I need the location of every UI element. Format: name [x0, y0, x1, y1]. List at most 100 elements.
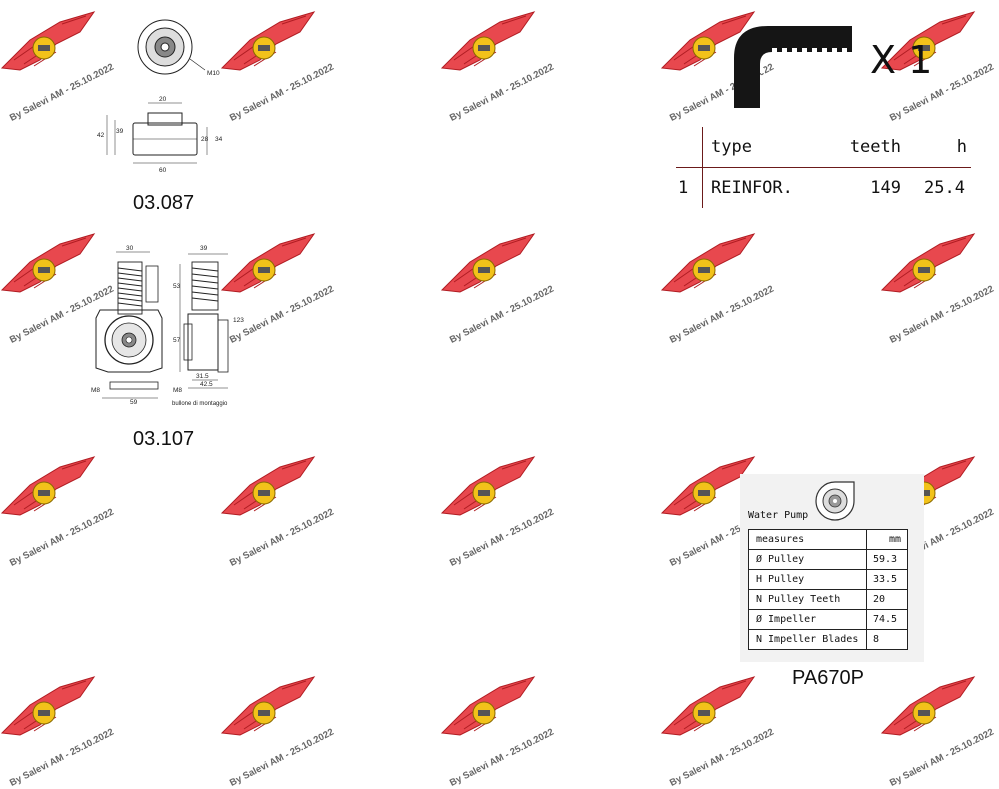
belt-row-h: 25.4	[924, 178, 965, 198]
winged-logo-icon	[440, 676, 536, 736]
wp-header-row: measures mm	[748, 529, 908, 550]
wp-row-value: 74.5	[866, 609, 908, 630]
wp-header-unit: mm	[866, 529, 908, 550]
tensioner-note: bullone di montaggio	[172, 401, 228, 407]
winged-logo-icon	[220, 233, 316, 293]
watermark: By Salevi AM - 25.10.2022	[440, 10, 580, 124]
tensioner-dim-m8-b: M8	[173, 387, 182, 394]
tensioner-dim-53: 53	[173, 283, 181, 290]
belt-header-type: type	[711, 137, 752, 157]
winged-logo-icon	[440, 11, 536, 71]
wp-row-label: N Pulley Teeth	[748, 589, 867, 610]
mounting-bolt	[109, 381, 159, 390]
water-pump-part-number: PA670P	[792, 667, 864, 689]
winged-logo-icon	[880, 11, 976, 71]
tensioner-dim-123: 123	[233, 317, 244, 324]
watermark: By Salevi AM - 25.10.2022	[880, 10, 999, 124]
watermark: By Salevi AM - 25.10.2022	[440, 675, 580, 789]
tensioner-side-body	[187, 313, 219, 371]
pulley-part-number: 03.087	[133, 192, 195, 214]
tensioner-side-spring	[191, 261, 219, 311]
pulley-dim-42: 42	[97, 132, 105, 139]
belt-header-h: h	[956, 137, 967, 157]
idler-pulley-drawing: M10 20 42 39 28 34 60	[97, 19, 223, 174]
wp-row-label: Ø Impeller	[748, 609, 867, 630]
watermark: By Salevi AM - 25.10.2022	[880, 232, 999, 346]
winged-logo-icon	[0, 456, 96, 516]
watermark: By Salevi AM - 25.10.2022	[220, 10, 360, 124]
pulley-dim-60: 60	[159, 167, 167, 174]
belt-row-index: 1	[676, 167, 703, 208]
belt-header-teeth: teeth	[849, 137, 901, 157]
winged-logo-icon	[440, 233, 536, 293]
water-pump-icon	[815, 481, 855, 521]
winged-logo-icon	[880, 676, 976, 736]
winged-logo-icon	[440, 456, 536, 516]
tensioner-plate	[95, 309, 163, 373]
tensioner-dim-30: 30	[126, 245, 134, 252]
watermark: By Salevi AM - 25.10.2022	[220, 675, 360, 789]
winged-logo-icon	[0, 233, 96, 293]
watermark: By Salevi AM - 25.10.2022	[660, 232, 800, 346]
pulley-dim-28: 28	[201, 136, 209, 143]
winged-logo-icon	[0, 11, 96, 71]
timing-belt-drawing	[734, 26, 852, 108]
pulley-dim-m10: M10	[207, 70, 220, 77]
belt-quantity: X 1	[870, 38, 933, 82]
watermark: By Salevi AM - 25.10.2022	[220, 232, 360, 346]
belt-spec-table: type teeth h 1 REINFOR. 149 25.4	[676, 127, 971, 208]
belt-table-header-row: type teeth h	[676, 127, 971, 168]
watermark: By Salevi AM - 25.10.2022	[0, 455, 140, 569]
tensioner-part-number: 03.107	[133, 428, 195, 450]
belt-row-teeth: 149	[870, 178, 901, 198]
water-pump-title: Water Pump	[748, 510, 809, 521]
tensioner-spring	[117, 261, 143, 315]
tensioner-dim-59: 59	[130, 399, 138, 406]
winged-logo-icon	[0, 676, 96, 736]
pulley-dim-34: 34	[215, 136, 223, 143]
tensioner-dim-57: 57	[173, 337, 181, 344]
belt-row-type: REINFOR.	[711, 178, 793, 198]
winged-logo-icon	[220, 676, 316, 736]
winged-logo-icon	[660, 233, 756, 293]
watermark: By Salevi AM - 25.10.2022	[660, 675, 800, 789]
wp-row-value: 8	[866, 629, 908, 650]
watermark: By Salevi AM - 25.10.2022	[220, 455, 360, 569]
winged-logo-icon	[880, 233, 976, 293]
tensioner-dim-39: 39	[200, 245, 208, 252]
wp-row-value: 20	[866, 589, 908, 610]
watermark: By Salevi AM - 25.10.2022	[0, 10, 140, 124]
wp-row-label: H Pulley	[748, 569, 867, 590]
wp-row-value: 33.5	[866, 569, 908, 590]
tensioner-pulley-outer	[104, 315, 154, 365]
pulley-dim-39: 39	[116, 128, 124, 135]
pulley-bore	[160, 42, 170, 52]
winged-logo-icon	[220, 456, 316, 516]
winged-logo-icon	[660, 676, 756, 736]
winged-logo-icon	[660, 11, 756, 71]
watermark: By Salevi AM - 25.10.2022	[0, 675, 140, 789]
watermark: By Salevi AM - 25.10.2022	[880, 675, 999, 789]
pulley-dim-20: 20	[159, 96, 167, 103]
wp-row-value: 59.3	[866, 549, 908, 570]
watermark: By Salevi AM - 25.10.2022	[660, 10, 800, 124]
watermark: By Salevi AM - 25.10.2022	[0, 232, 140, 346]
tensioner-dim-42-5: 42.5	[200, 381, 213, 388]
tensioner-drawing: 30 59 M8 39 53 57 123 31.5 42.5 M8 bullo…	[91, 245, 244, 407]
tensioner-dim-31-5: 31.5	[196, 373, 209, 380]
wp-row-label: N Impeller Blades	[748, 629, 867, 650]
wp-header-label: measures	[748, 529, 867, 550]
watermark: By Salevi AM - 25.10.2022	[440, 455, 580, 569]
table-row: 1 REINFOR. 149 25.4	[676, 167, 971, 208]
wp-row-label: Ø Pulley	[748, 549, 867, 570]
pulley-side-hub	[147, 112, 183, 126]
pulley-outer-circle	[137, 19, 193, 75]
tensioner-dim-m8-a: M8	[91, 387, 100, 394]
